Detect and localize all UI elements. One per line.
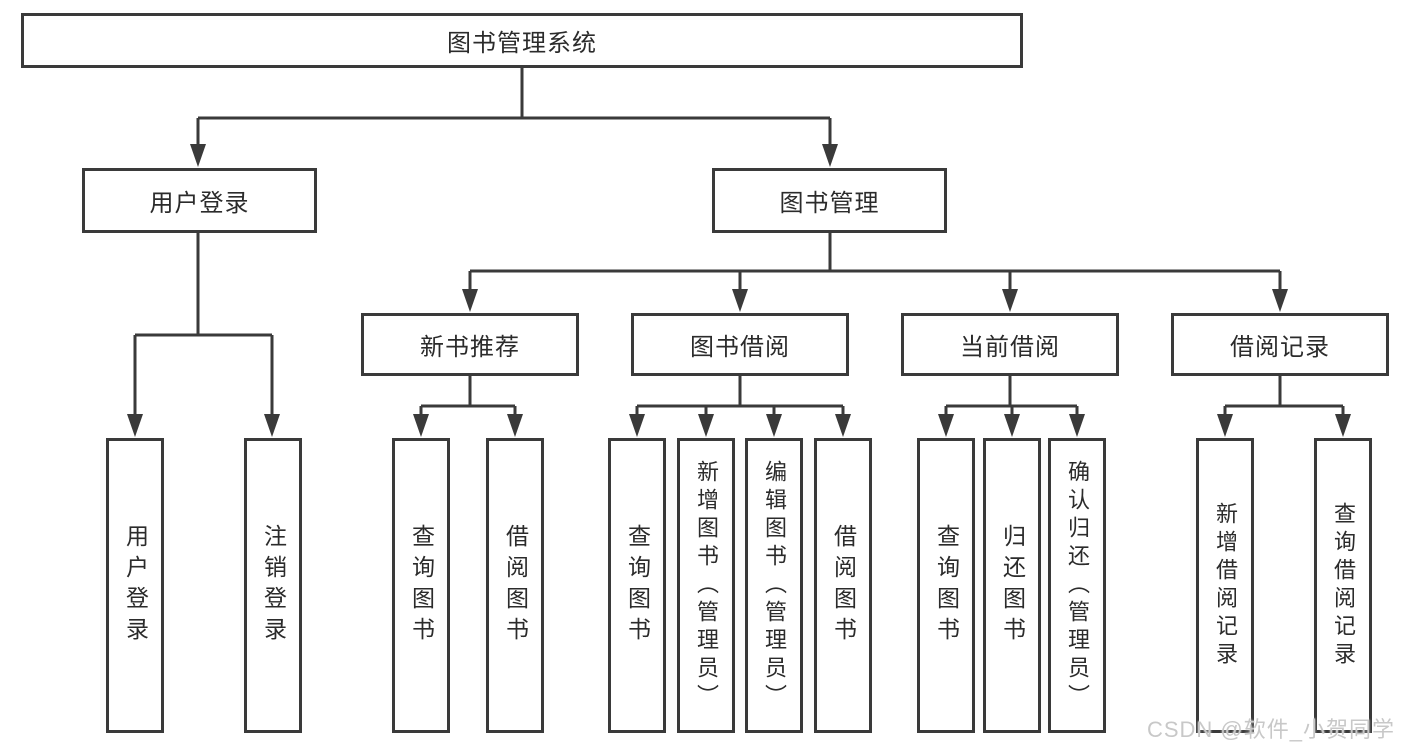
- leaf-user-login: 用户登录: [106, 438, 164, 733]
- arrow-down-icon: [938, 414, 954, 437]
- node-current-borrowing: 当前借阅: [901, 313, 1119, 376]
- arrow-down-icon: [629, 414, 645, 437]
- leaf-label: 用户登录: [122, 523, 149, 648]
- leaf-borrow-books: 借阅图书: [814, 438, 872, 733]
- leaf-label: 编辑图书（管理员）: [762, 459, 787, 712]
- leaf-label: 借阅图书: [502, 523, 529, 648]
- arrow-down-icon: [698, 414, 714, 437]
- node-borrowing-records: 借阅记录: [1171, 313, 1389, 376]
- leaf-confirm-return-admin: 确认归还（管理员）: [1048, 438, 1106, 733]
- leaf-query-borrow-record: 查询借阅记录: [1314, 438, 1372, 733]
- node-user-login: 用户登录: [82, 168, 317, 233]
- leaf-label: 查询图书: [624, 523, 651, 648]
- node-root-library-system: 图书管理系统: [21, 13, 1023, 68]
- leaf-label: 借阅图书: [830, 523, 857, 648]
- node-book-borrowing: 图书借阅: [631, 313, 849, 376]
- arrow-down-icon: [1217, 414, 1233, 437]
- leaf-label: 查询图书: [933, 523, 960, 648]
- csdn-watermark: CSDN @软件_小贺同学: [1146, 717, 1395, 742]
- arrow-down-icon: [822, 144, 838, 167]
- arrow-down-icon: [1335, 414, 1351, 437]
- leaf-label: 注销登录: [260, 523, 287, 648]
- arrow-down-icon: [190, 144, 206, 167]
- leaf-label: 确认归还（管理员）: [1065, 459, 1090, 712]
- leaf-logout: 注销登录: [244, 438, 302, 733]
- arrow-down-icon: [264, 414, 280, 437]
- leaf-query-books-borrowing: 查询图书: [608, 438, 666, 733]
- leaf-label: 归还图书: [999, 523, 1026, 648]
- leaf-return-books: 归还图书: [983, 438, 1041, 733]
- leaf-query-books-current: 查询图书: [917, 438, 975, 733]
- leaf-label: 新增借阅记录: [1213, 501, 1238, 670]
- leaf-edit-books-admin: 编辑图书（管理员）: [745, 438, 803, 733]
- arrow-down-icon: [462, 289, 478, 312]
- arrow-down-icon: [732, 289, 748, 312]
- arrow-down-icon: [1002, 289, 1018, 312]
- arrowheads: [127, 144, 1351, 437]
- arrow-down-icon: [1004, 414, 1020, 437]
- arrow-down-icon: [507, 414, 523, 437]
- arrow-down-icon: [127, 414, 143, 437]
- leaf-query-books-recommend: 查询图书: [392, 438, 450, 733]
- arrow-down-icon: [413, 414, 429, 437]
- arrow-down-icon: [835, 414, 851, 437]
- node-new-book-recommend: 新书推荐: [361, 313, 579, 376]
- arrow-down-icon: [1069, 414, 1085, 437]
- leaf-add-books-admin: 新增图书（管理员）: [677, 438, 735, 733]
- leaf-borrow-books-recommend: 借阅图书: [486, 438, 544, 733]
- leaf-label: 新增图书（管理员）: [694, 459, 719, 712]
- leaf-add-borrow-record: 新增借阅记录: [1196, 438, 1254, 733]
- node-book-management: 图书管理: [712, 168, 947, 233]
- leaf-label: 查询借阅记录: [1331, 501, 1356, 670]
- leaf-label: 查询图书: [408, 523, 435, 648]
- arrow-down-icon: [1272, 289, 1288, 312]
- arrow-down-icon: [766, 414, 782, 437]
